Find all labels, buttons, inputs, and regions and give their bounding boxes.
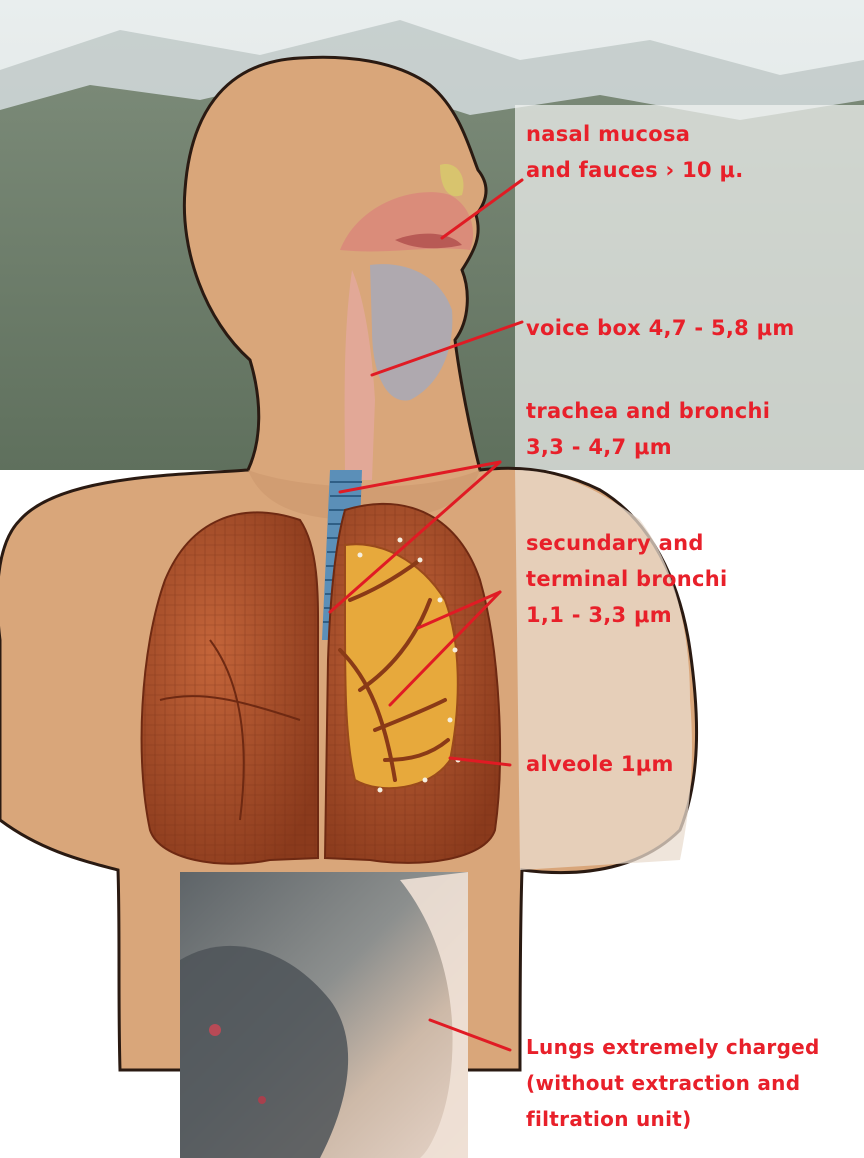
label-secondary-line3: 1,1 - 3,3 μm <box>526 597 728 633</box>
label-voice: voice box 4,7 - 5,8 μm <box>526 310 795 346</box>
label-voice-line1: voice box 4,7 - 5,8 μm <box>526 310 795 346</box>
label-nasal: nasal mucosa and fauces › 10 μ. <box>526 116 744 188</box>
label-charged: Lungs extremely charged (without extract… <box>526 1029 820 1137</box>
label-charged-line3: filtration unit) <box>526 1101 820 1137</box>
label-charged-line2: (without extraction and <box>526 1065 820 1101</box>
label-nasal-line1: nasal mucosa <box>526 116 744 152</box>
label-charged-line1: Lungs extremely charged <box>526 1029 820 1065</box>
charged-lung-photo <box>180 872 468 1158</box>
label-secondary-line2: terminal bronchi <box>526 561 728 597</box>
label-secondary: secundary and terminal bronchi 1,1 - 3,3… <box>526 525 728 633</box>
label-trachea: trachea and bronchi 3,3 - 4,7 μm <box>526 393 770 465</box>
label-secondary-line1: secundary and <box>526 525 728 561</box>
label-nasal-line2: and fauces › 10 μ. <box>526 152 744 188</box>
label-trachea-line2: 3,3 - 4,7 μm <box>526 429 770 465</box>
label-trachea-line1: trachea and bronchi <box>526 393 770 429</box>
label-alveole: alveole 1μm <box>526 746 674 782</box>
label-alveole-line1: alveole 1μm <box>526 746 674 782</box>
